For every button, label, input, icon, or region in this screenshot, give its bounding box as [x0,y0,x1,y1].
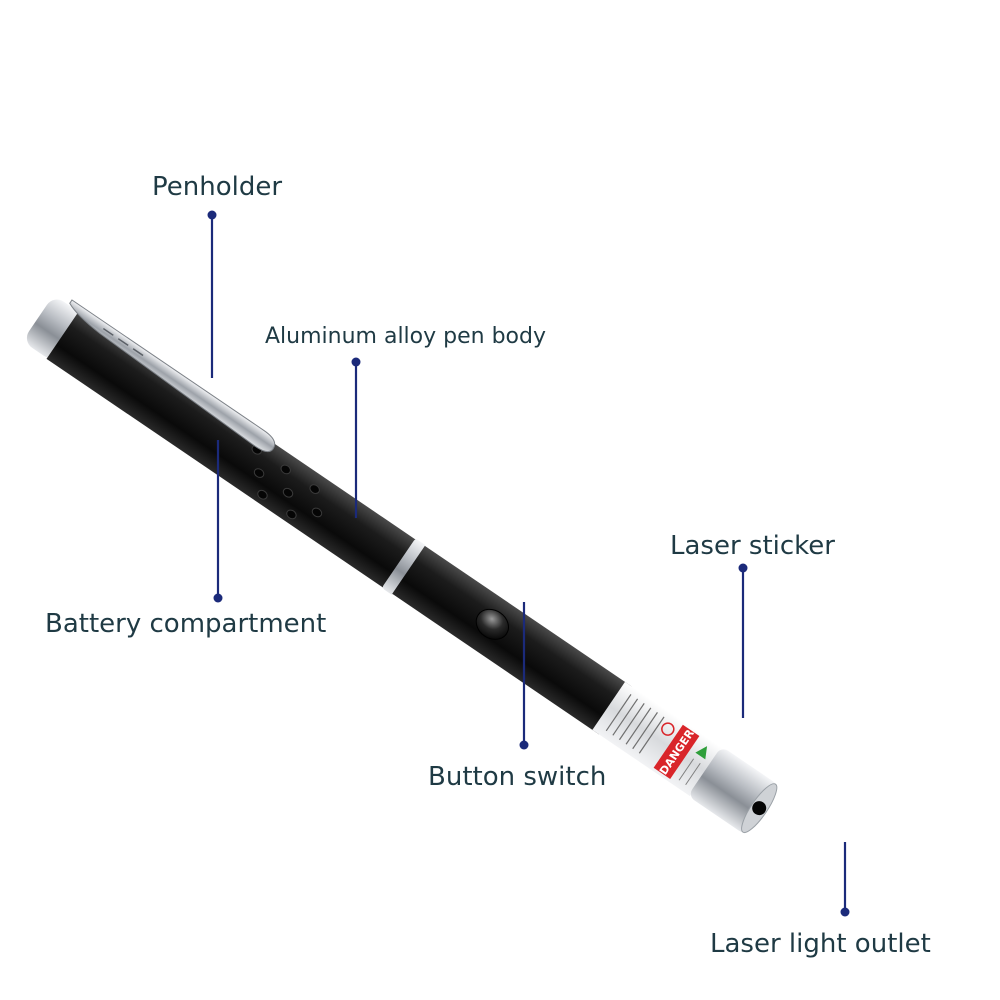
leader-dot-button [519,740,529,750]
danger-band [653,724,700,780]
label-button-switch: Button switch [428,762,607,792]
leader-dot-outlet [840,907,850,917]
sticker-fine-print-2 [678,758,701,786]
chrome-ring [382,539,426,595]
leader-dot-laser-sticker [738,563,748,573]
label-laser-outlet: Laser light outlet [710,929,931,959]
front-tube [392,545,632,735]
label-pen-body: Aluminum alloy pen body [265,324,546,349]
leader-dot-penholder [207,210,217,220]
laser-outlet-aperture [752,801,767,816]
laser-pointer: DANGER [26,299,778,834]
vent-holes [251,444,323,520]
clip-engraving [102,327,144,357]
sticker-badge [661,722,675,736]
laser-sticker [592,681,723,797]
pocket-clip [69,299,276,453]
leader-dot-pen-body [351,357,361,367]
pen-body [46,310,419,590]
label-battery-compartment: Battery compartment [45,609,327,639]
leader-lines [210,215,847,912]
back-cap [26,299,81,358]
label-laser-sticker: Laser sticker [670,531,835,561]
button-switch[interactable] [470,603,514,645]
label-penholder: Penholder [152,172,283,202]
sticker-fine-print [605,694,665,754]
leader-dot-battery [213,593,223,603]
warning-triangle-icon [695,746,708,760]
leader-dots [207,210,850,917]
